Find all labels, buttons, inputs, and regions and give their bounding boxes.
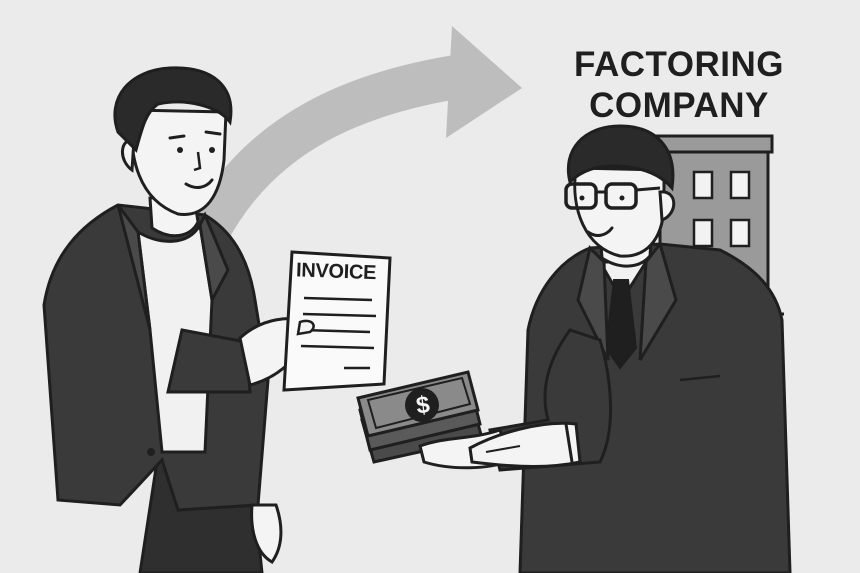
agent-hands (418, 421, 582, 470)
business-owner-figure (42, 66, 315, 573)
sign-line-2: COMPANY (589, 86, 769, 125)
sign-line-1: FACTORING (574, 45, 784, 84)
cash-stack (356, 370, 484, 464)
invoice-document (282, 250, 392, 392)
factoring-company-sign: FACTORING COMPANY (548, 44, 810, 126)
invoice-title: INVOICE (295, 259, 377, 285)
transfer-arrow (186, 26, 522, 246)
dollar-icon: $ (414, 391, 432, 420)
factoring-agent-figure (488, 124, 792, 573)
